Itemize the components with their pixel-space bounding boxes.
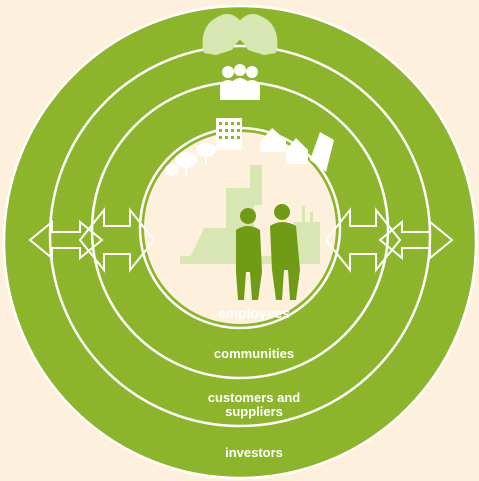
- double-arrow-icon: [324, 207, 454, 273]
- double-arrow-icon: [28, 207, 156, 273]
- buildings-icon: [216, 118, 334, 172]
- label-communities: communities: [214, 346, 294, 361]
- label-employees: employees: [218, 305, 291, 321]
- label-customers-line1: customers and: [208, 390, 301, 405]
- label-investors: investors: [225, 445, 283, 460]
- two-workers-icon: [236, 204, 300, 300]
- speech-heads-icon: [202, 14, 278, 56]
- trees-icon: [165, 143, 216, 177]
- label-customers-line2: suppliers: [225, 404, 283, 419]
- group-of-people-icon: [220, 64, 260, 100]
